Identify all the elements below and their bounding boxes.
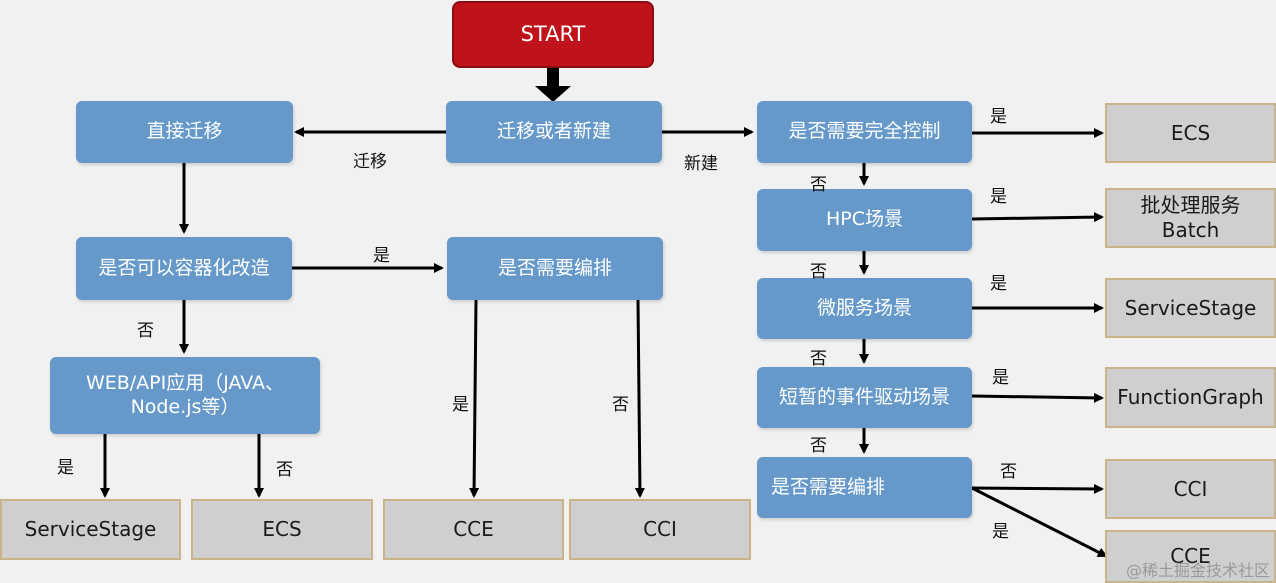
arrow-orch-to-cce: [469, 299, 480, 498]
servicestage-left-result: ServiceStage: [0, 499, 181, 560]
ecs-left-label: ECS: [262, 517, 302, 541]
cce-mid-label: CCE: [453, 517, 494, 541]
watermark: @稀土掘金技术社区: [1125, 561, 1270, 580]
direct-migrate-node: 直接迁移: [76, 101, 293, 163]
microservice-node: 微服务场景: [757, 278, 972, 339]
start-label: START: [520, 22, 586, 47]
edge-label-migrate: 迁移: [353, 152, 387, 172]
need-full-control-label: 是否需要完全控制: [788, 120, 941, 143]
edge-label-no-control: 否: [810, 175, 827, 195]
edge-label-no-containerize: 否: [137, 321, 154, 341]
start-node: START: [452, 1, 654, 68]
edge-label-yes-web: 是: [57, 458, 74, 478]
need-full-control-node: 是否需要完全控制: [757, 101, 972, 163]
cci-mid-result: CCI: [569, 499, 751, 560]
edge-label-no-micro: 否: [810, 349, 827, 369]
arrow-to-functiongraph: [971, 392, 1104, 403]
edge-label-yes-event: 是: [992, 368, 1009, 388]
edge-label-no-orch-mid: 否: [612, 395, 629, 415]
hpc-label: HPC场景: [825, 208, 903, 231]
direct-migrate-label: 直接迁移: [146, 120, 223, 143]
edge-label-no-web: 否: [276, 460, 293, 480]
edge-label-no-hpc: 否: [810, 262, 827, 282]
microservice-label: 微服务场景: [816, 296, 912, 319]
servicestage-right-label: ServiceStage: [1124, 295, 1257, 320]
can-containerize-label: 是否可以容器化改造: [98, 256, 270, 279]
migrate-or-new-label: 迁移或者新建: [496, 120, 611, 143]
edge-label-yes-containerize: 是: [373, 246, 390, 266]
can-containerize-node: 是否可以容器化改造: [76, 237, 292, 300]
cce-right-label: CCE: [1170, 544, 1211, 568]
batch-result: 批处理服务 Batch: [1105, 188, 1276, 248]
servicestage-right-result: ServiceStage: [1105, 278, 1276, 338]
cce-right-result: CCE: [1105, 530, 1276, 583]
web-api-node: WEB/API应用（JAVA、 Node.js等）: [50, 357, 320, 434]
need-orchestration-mid-label: 是否需要编排: [497, 256, 612, 279]
edge-label-yes-control: 是: [990, 107, 1007, 127]
web-api-label-line2: Node.js等）: [130, 395, 240, 418]
ecs-left-result: ECS: [191, 499, 373, 560]
edge-label-yes-hpc: 是: [990, 187, 1007, 207]
cci-right-label: CCI: [1173, 476, 1208, 501]
need-orchestration-mid-node: 是否需要编排: [447, 237, 663, 300]
arrowhead-start: [535, 86, 571, 102]
ecs-right-result: ECS: [1105, 103, 1276, 163]
need-orchestration-right-node: 是否需要编排: [757, 457, 972, 518]
functiongraph-result: FunctionGraph: [1105, 367, 1276, 428]
web-api-label-line1: WEB/API应用（JAVA、: [85, 371, 285, 394]
edge-label-new-build: 新建: [684, 154, 718, 174]
edge-label-no-event: 否: [810, 436, 827, 456]
need-orchestration-right-label: 是否需要编排: [771, 475, 886, 498]
hpc-node: HPC场景: [757, 189, 972, 251]
arrow-to-cce-right: [971, 486, 1108, 558]
edge-label-yes-orch-right: 是: [992, 522, 1009, 542]
event-driven-label: 短暂的事件驱动场景: [778, 385, 950, 408]
arrow-orch-to-cci: [634, 299, 645, 498]
edge-label-no-orch-right: 否: [1000, 462, 1017, 482]
ecs-right-label: ECS: [1170, 120, 1211, 145]
migrate-or-new-node: 迁移或者新建: [446, 101, 662, 163]
edge-label-yes-orch-mid: 是: [452, 395, 469, 415]
event-driven-node: 短暂的事件驱动场景: [757, 367, 972, 428]
batch-label-line2: Batch: [1161, 218, 1220, 242]
arrow-to-batch: [971, 212, 1104, 223]
functiongraph-label: FunctionGraph: [1117, 385, 1264, 409]
batch-label-line1: 批处理服务: [1140, 193, 1241, 217]
servicestage-left-label: ServiceStage: [24, 517, 157, 541]
cce-mid-result: CCE: [383, 499, 564, 560]
cci-mid-label: CCI: [643, 517, 677, 541]
cci-right-result: CCI: [1105, 459, 1276, 519]
edge-label-yes-micro: 是: [990, 274, 1007, 294]
arrow-to-cci-right: [971, 483, 1104, 494]
